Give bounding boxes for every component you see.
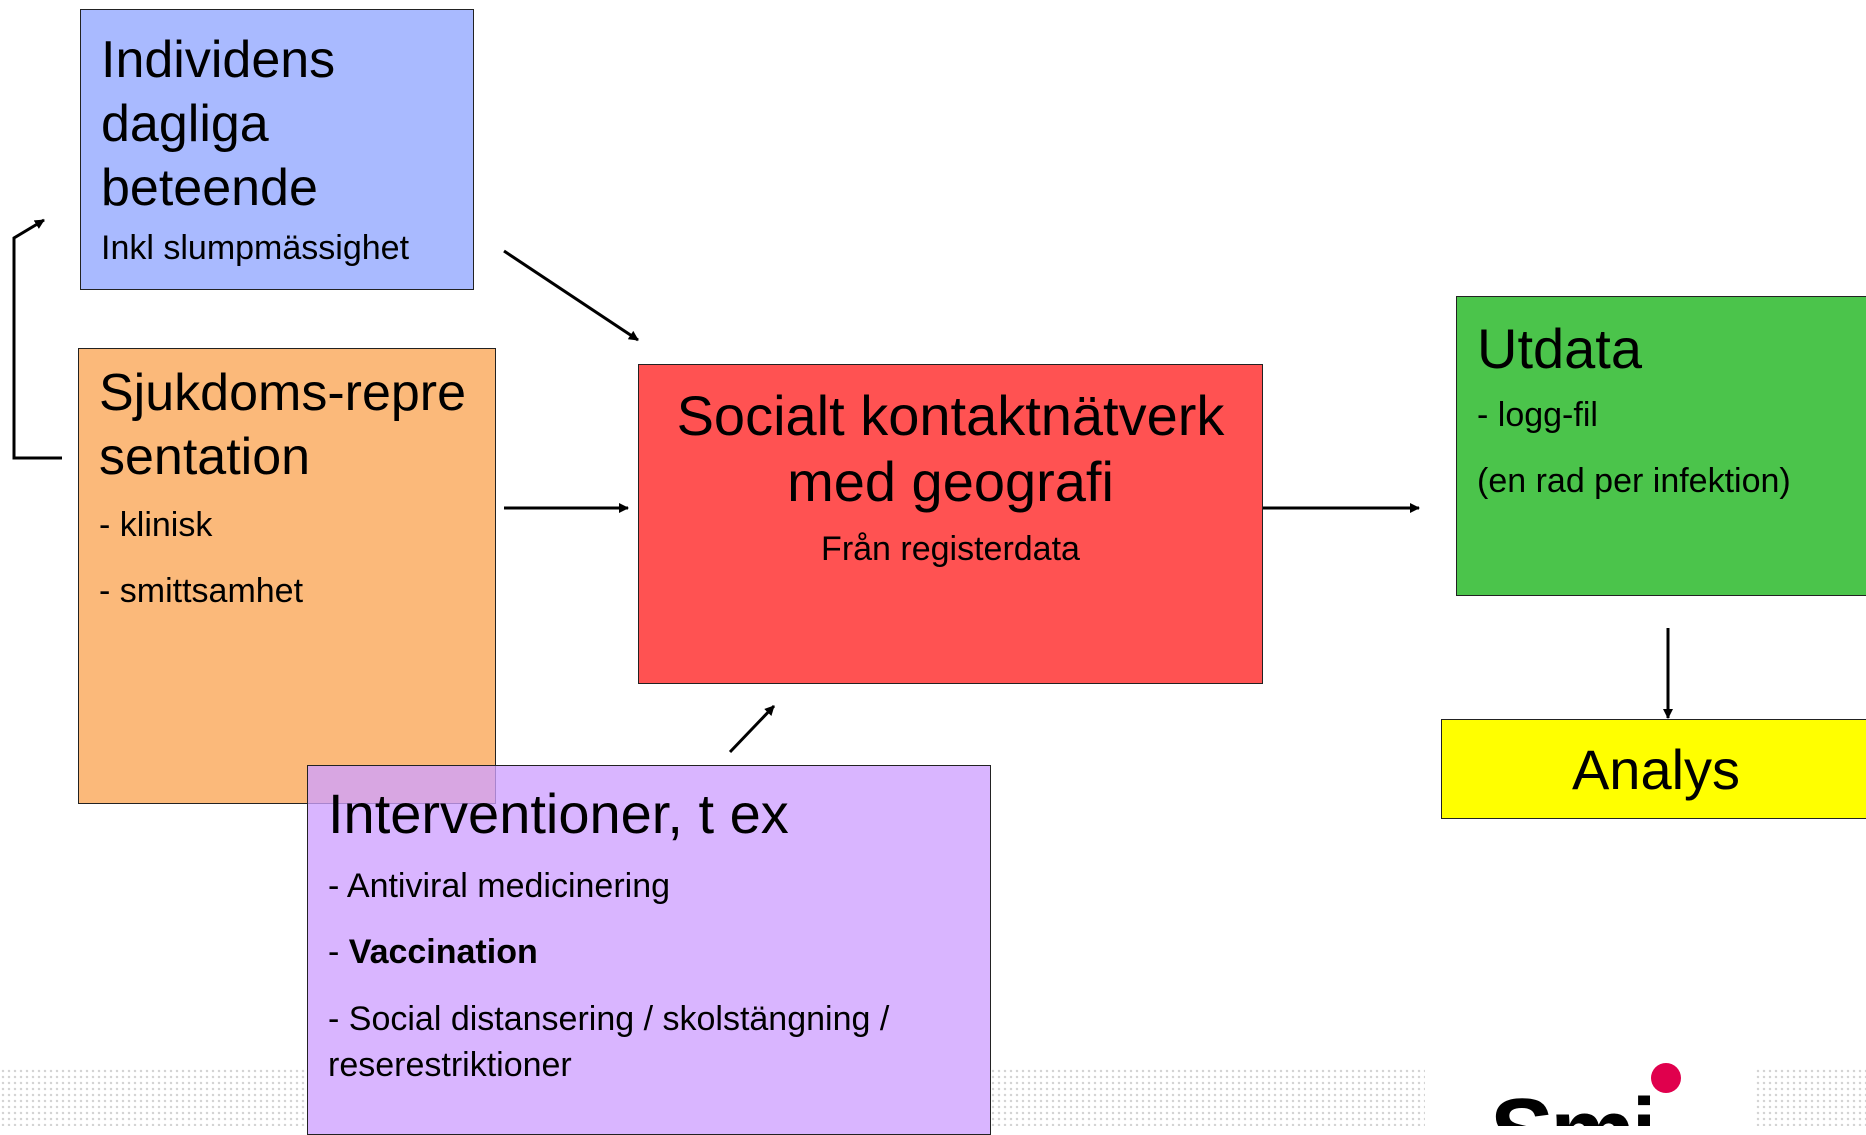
analys-box: Analys: [1441, 719, 1866, 819]
smi-logo: Smi: [1490, 1085, 1650, 1126]
socialt-subtitle: Från registerdata: [821, 530, 1080, 568]
socialt-title: Socialt kontaktnätverk med geografi: [676, 384, 1225, 513]
utdata-box: Utdata - logg-fil (en rad per infektion): [1456, 296, 1866, 596]
arrow-interventioner-to-socialt: [728, 704, 776, 754]
sjukdom-box: Sjukdoms-representation - klinisk - smit…: [78, 348, 496, 804]
feedback-loop-arrow: [12, 218, 62, 460]
socialt-box: Socialt kontaktnätverk med geografi Från…: [638, 364, 1263, 684]
dotted-footer-right: [1755, 1068, 1866, 1126]
vaccination-label: Vaccination: [348, 933, 538, 971]
analys-title: Analys: [1571, 738, 1741, 801]
sjukdom-item-smittsamhet: - smittsamhet: [99, 572, 304, 610]
vaccination-prefix: -: [328, 933, 349, 971]
utdata-item-logg: - logg-fil: [1477, 396, 1598, 434]
dotted-footer-middle: [990, 1068, 1425, 1126]
utdata-item-rad: (en rad per infektion): [1477, 462, 1791, 500]
individ-box: Individens dagliga beteende Inkl slumpmä…: [80, 9, 474, 290]
interventioner-box: Interventioner, t ex - Antiviral medicin…: [307, 765, 991, 1135]
individ-title: Individens dagliga beteende: [101, 31, 336, 217]
smi-logo-text: Smi: [1490, 1085, 1650, 1126]
smi-logo-dot: [1651, 1063, 1681, 1093]
dotted-footer-left: [0, 1068, 305, 1126]
individ-subtitle: Inkl slumpmässighet: [101, 229, 410, 267]
interventioner-item-vaccination: - Vaccination: [328, 930, 970, 974]
interventioner-title: Interventioner, t ex: [328, 782, 789, 845]
arrow-individ-to-socialt: [503, 249, 639, 342]
sjukdom-title: Sjukdoms-representation: [99, 364, 467, 486]
interventioner-item-antiviral: - Antiviral medicinering: [328, 867, 671, 905]
sjukdom-item-klinisk: - klinisk: [99, 506, 213, 544]
interventioner-item-social: - Social distansering / skolstängning / …: [328, 1000, 890, 1084]
utdata-title: Utdata: [1477, 317, 1642, 380]
